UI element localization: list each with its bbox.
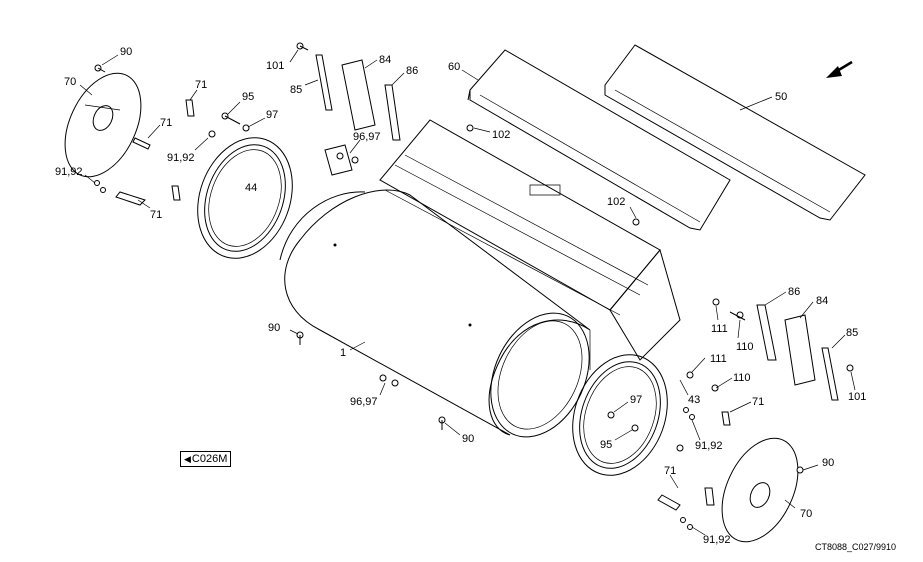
label-70-left: 70 <box>64 76 76 88</box>
label-71-a: 71 <box>195 79 207 91</box>
label-60: 60 <box>448 61 460 73</box>
label-84-top: 84 <box>379 54 391 66</box>
label-71-b: 71 <box>160 117 172 129</box>
label-90-bottom: 90 <box>462 433 474 445</box>
panel-50 <box>604 44 866 221</box>
strip-85-right <box>821 347 839 401</box>
label-111-b: 111 <box>710 353 727 365</box>
label-44: 44 <box>245 182 257 194</box>
end-plate-70-left <box>64 72 142 178</box>
label-96-97-top: 96,97 <box>353 131 381 143</box>
label-71-c: 71 <box>150 209 162 221</box>
plate-96-97-top <box>324 144 353 176</box>
hardware <box>94 42 854 530</box>
leader-lines <box>79 49 856 536</box>
strip-85-top <box>315 54 333 111</box>
strip-86-top <box>384 84 401 141</box>
bracket-84-right <box>784 314 816 386</box>
label-50: 50 <box>775 91 787 103</box>
view-reference-label: C026M <box>191 453 228 465</box>
label-91-92-bottom: 91,92 <box>703 534 731 546</box>
view-reference-badge[interactable]: ◀C026M <box>180 451 232 467</box>
label-110-b: 110 <box>733 372 751 384</box>
label-90-mid: 90 <box>268 322 280 334</box>
end-ring-44 <box>197 137 293 259</box>
label-1: 1 <box>340 347 346 359</box>
label-111-a: 111 <box>711 323 728 335</box>
left-triangle-icon: ◀ <box>184 454 191 464</box>
label-95-left: 95 <box>242 91 254 103</box>
label-43: 43 <box>688 394 700 406</box>
label-91-92-left: 91,92 <box>167 152 195 164</box>
label-91-92-far: 91,92 <box>55 166 83 178</box>
label-101-top: 101 <box>266 60 284 72</box>
label-102-b: 102 <box>607 196 625 208</box>
label-71-e: 71 <box>664 465 676 477</box>
label-85-top: 85 <box>290 84 302 96</box>
drawing-code: CT8088_C027/9910 <box>815 542 897 552</box>
label-101-right: 101 <box>848 391 866 403</box>
label-84-right: 84 <box>816 295 828 307</box>
label-86-top: 86 <box>406 65 418 77</box>
label-95-right: 95 <box>600 439 612 451</box>
arrow-down-left-icon <box>826 60 853 78</box>
label-70-right: 70 <box>800 508 812 520</box>
label-91-92-right: 91,92 <box>695 440 723 452</box>
label-85-right: 85 <box>846 327 858 339</box>
bracket-84-top <box>341 59 376 131</box>
panel-60 <box>467 49 731 231</box>
label-97-right: 97 <box>630 394 642 406</box>
drum-body <box>279 189 591 438</box>
end-ring-43 <box>572 354 668 476</box>
strip-86-right <box>756 304 777 361</box>
housing-frame <box>379 119 681 370</box>
label-97-left: 97 <box>266 109 278 121</box>
label-90-top: 90 <box>120 46 132 58</box>
label-96-97-bottom: 96,97 <box>350 396 378 408</box>
label-71-d: 71 <box>752 396 764 408</box>
label-102-a: 102 <box>492 129 510 141</box>
label-86-right: 86 <box>788 286 800 298</box>
label-110-a: 110 <box>736 341 754 353</box>
label-90-right: 90 <box>822 457 834 469</box>
